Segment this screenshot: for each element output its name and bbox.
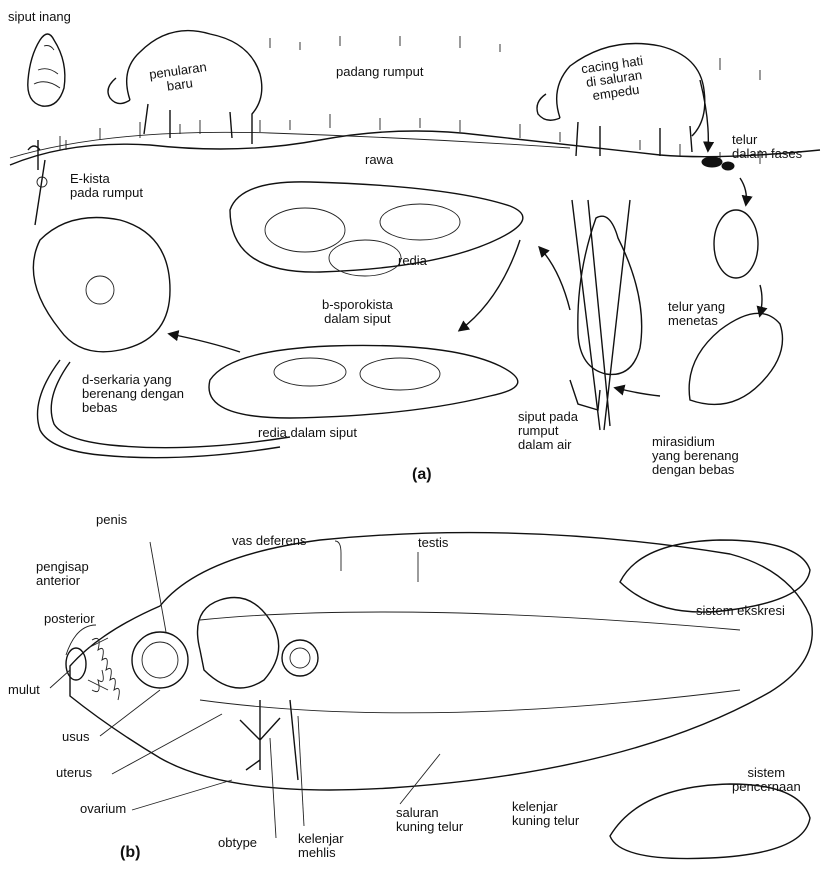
snail-on-grass-drawing: [570, 200, 642, 430]
label-telur-dalam-fases: telur dalam fases: [732, 133, 802, 161]
label-e-kista: E-kista pada rumput: [70, 172, 143, 200]
label-penis: penis: [96, 513, 127, 527]
label-obtype: obtype: [218, 836, 257, 850]
label-mulut: mulut: [8, 683, 40, 697]
hatching-egg-drawing: [714, 210, 758, 278]
label-cacing-hati: cacing hati di saluran empedu: [580, 54, 647, 104]
label-telur-yang-menetas: telur yang menetas: [668, 300, 725, 328]
label-saluran-kuning-telur: saluran kuning telur: [396, 806, 463, 834]
label-rawa: rawa: [365, 153, 393, 167]
label-ovarium: ovarium: [80, 802, 126, 816]
label-d-serkaria: d-serkaria yang berenang dengan bebas: [82, 373, 184, 415]
label-uterus: uterus: [56, 766, 92, 780]
label-redia: redia: [398, 254, 427, 268]
label-sistem-pencernaan: sistem pencernaan: [732, 766, 801, 794]
digestive-system-drawing: [610, 784, 810, 859]
label-testis: testis: [418, 536, 448, 550]
excretory-system-drawing: [620, 540, 810, 612]
panel-label-a: (a): [412, 468, 432, 482]
label-padang-rumput: padang rumput: [336, 65, 423, 79]
label-siput-pada-rumput: siput pada rumput dalam air: [518, 410, 578, 452]
label-b-sporokista: b-sporokista dalam siput: [322, 298, 393, 326]
host-snail-drawing: [28, 34, 65, 106]
fluke-body-outline: [70, 533, 812, 790]
label-usus: usus: [62, 730, 89, 744]
sporocyst-drawing: [209, 345, 518, 418]
label-mirasidium: mirasidium yang berenang dengan bebas: [652, 435, 739, 477]
label-sistem-ekskresi: sistem ekskresi: [696, 604, 785, 618]
label-vas-deferens: vas deferens: [232, 534, 306, 548]
label-siput-inang: siput inang: [8, 10, 71, 24]
label-posterior: posterior: [44, 612, 95, 626]
label-kelenjar-kuning-telur: kelenjar kuning telur: [512, 800, 579, 828]
label-redia-dalam-siput: redia dalam siput: [258, 426, 357, 440]
label-kelenjar-mehlis: kelenjar mehlis: [298, 832, 344, 860]
redia-drawing: [230, 182, 523, 276]
cercaria-drawing: [33, 218, 290, 458]
label-pengisap-anterior: pengisap anterior: [36, 560, 89, 588]
panel-label-b: (b): [120, 846, 140, 860]
